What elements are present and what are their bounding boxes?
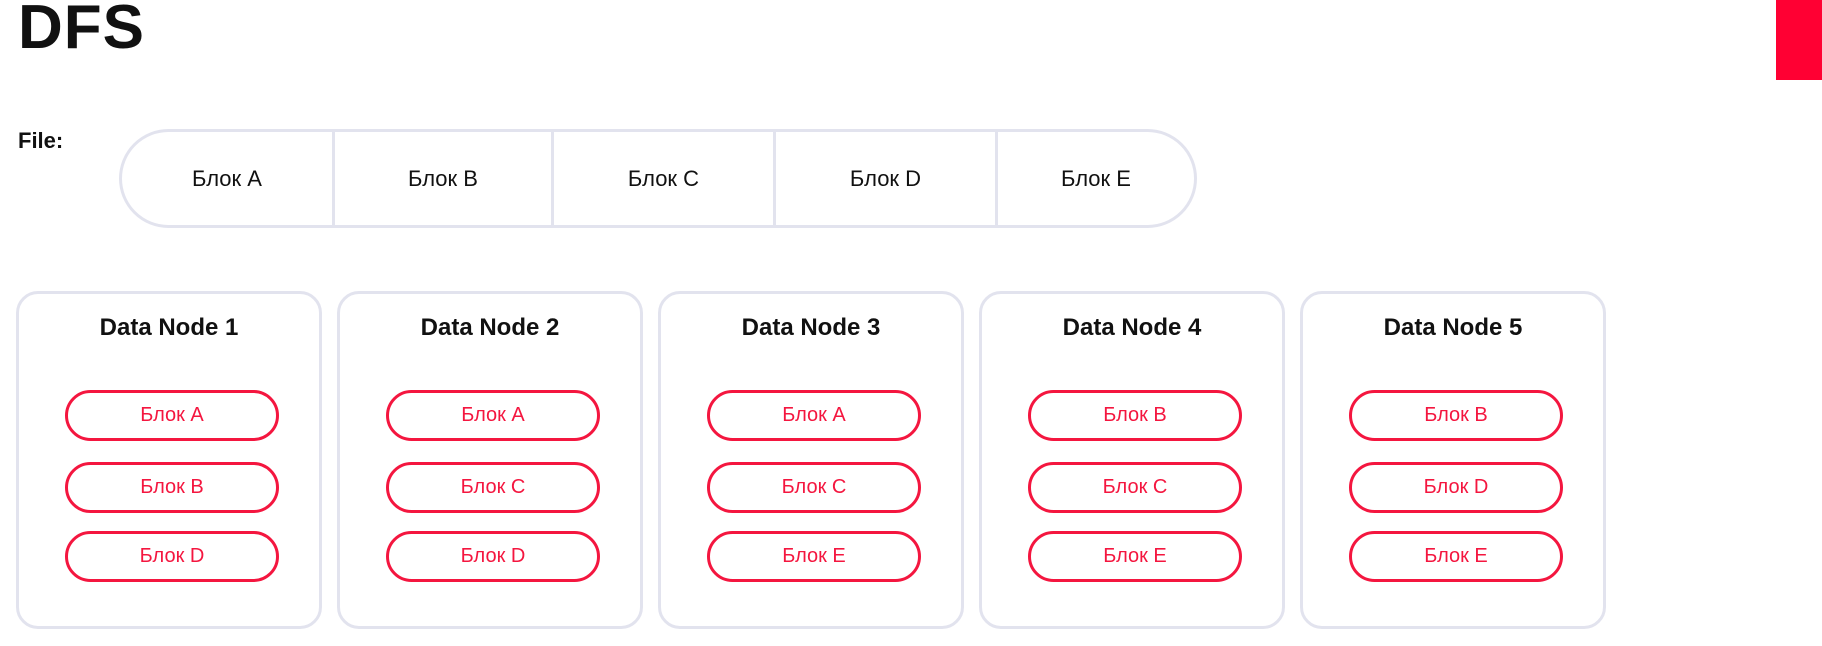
block-pill: Блок A [65,390,279,441]
block-pill: Блок D [1349,462,1563,513]
node-title: Data Node 1 [99,314,239,341]
block-pill: Блок B [1349,390,1563,441]
page-title: DFS [18,0,145,62]
node-title: Data Node 3 [741,314,881,341]
file-bar: Блок A Блок B Блок C Блок D Блок E [119,129,1197,228]
node-title: Data Node 5 [1383,314,1523,341]
file-block-c: Блок C [554,132,776,225]
block-pill: Блок D [65,531,279,582]
data-node-4: Data Node 4 Блок B Блок C Блок E [979,291,1285,629]
block-pill: Блок A [386,390,600,441]
data-node-3: Data Node 3 Блок A Блок C Блок E [658,291,964,629]
node-title: Data Node 2 [420,314,560,341]
accent-corner [1776,0,1822,80]
file-block-d: Блок D [776,132,998,225]
data-node-1: Data Node 1 Блок A Блок B Блок D [16,291,322,629]
block-pill: Блок A [707,390,921,441]
data-nodes: Data Node 1 Блок A Блок B Блок D Data No… [16,291,1606,629]
block-pill: Блок B [65,462,279,513]
file-block-a: Блок A [122,132,335,225]
block-pill: Блок C [707,462,921,513]
block-pill: Блок C [1028,462,1242,513]
node-title: Data Node 4 [1062,314,1202,341]
data-node-2: Data Node 2 Блок A Блок C Блок D [337,291,643,629]
block-pill: Блок E [707,531,921,582]
file-block-b: Блок B [335,132,554,225]
data-node-5: Data Node 5 Блок B Блок D Блок E [1300,291,1606,629]
file-block-e: Блок E [1061,165,1131,191]
block-pill: Блок E [1349,531,1563,582]
block-pill: Блок C [386,462,600,513]
block-pill: Блок E [1028,531,1242,582]
block-pill: Блок B [1028,390,1242,441]
block-pill: Блок D [386,531,600,582]
file-label: File: [18,128,64,153]
